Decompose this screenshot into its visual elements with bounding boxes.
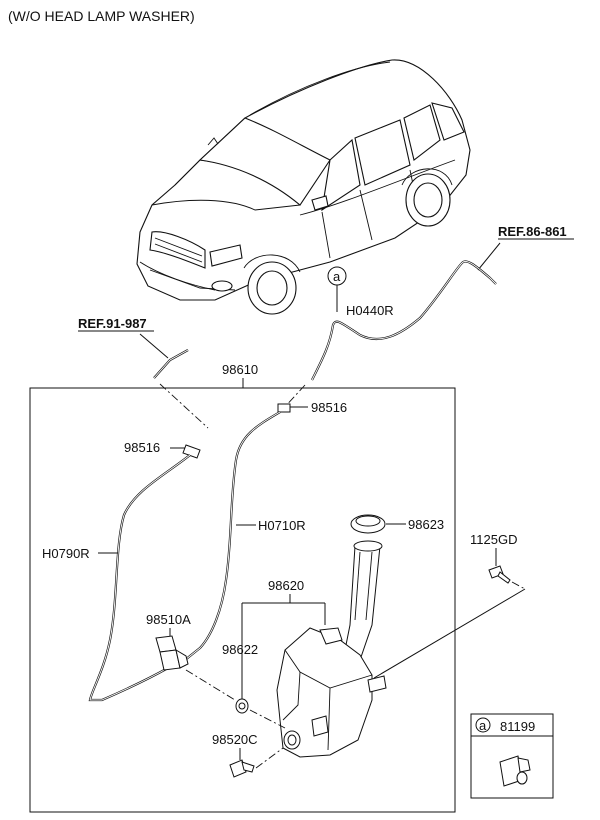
hose-h0710r [184, 411, 281, 661]
reservoir-98620[interactable] [276, 540, 387, 758]
hose-h0790r [88, 454, 191, 702]
part-label-98516-right[interactable]: 98516 [311, 400, 347, 415]
legend-box [470, 713, 554, 799]
grommet-98622[interactable] [235, 698, 249, 714]
part-label-98516-left[interactable]: 98516 [124, 440, 160, 455]
part-label-h0790r[interactable]: H0790R [42, 546, 90, 561]
legend-part-81199[interactable]: 81199 [500, 719, 535, 734]
part-label-98620[interactable]: 98620 [268, 578, 304, 593]
bolt-1125gd[interactable] [488, 565, 511, 584]
part-label-98510a[interactable]: 98510A [146, 612, 191, 627]
legend-marker-a: a [479, 718, 487, 733]
centerline-pump [185, 669, 236, 701]
part-label-98610[interactable]: 98610 [222, 362, 258, 377]
centerline-bolt [511, 581, 526, 590]
part-label-1125gd[interactable]: 1125GD [470, 532, 517, 547]
ref-91-987-leader [139, 333, 169, 359]
centerline-sensor [255, 747, 284, 769]
callout-a-text: a [333, 269, 341, 284]
ref-86-861-leader [477, 242, 501, 271]
assembly-frame [29, 387, 456, 813]
vehicle-illustration [136, 59, 471, 315]
sensor-98520c[interactable] [229, 759, 255, 778]
part-label-h0440r[interactable]: H0440R [346, 303, 394, 318]
hose-ref-91-987 [153, 349, 189, 379]
connector-98516-left [182, 444, 201, 459]
centerline-grommet [249, 709, 286, 729]
cap-98623[interactable] [350, 514, 386, 534]
ref-86-861-label[interactable]: REF.86-861 [498, 224, 567, 239]
connector-98516-right [277, 403, 291, 413]
part-label-h0710r[interactable]: H0710R [258, 518, 306, 533]
part-label-98623[interactable]: 98623 [408, 517, 444, 532]
hose-h0440r [311, 260, 497, 381]
pump-98510a[interactable] [155, 635, 189, 671]
diagram-title: (W/O HEAD LAMP WASHER) [8, 8, 195, 24]
leader-98620-bracket [241, 594, 326, 700]
clip-81199 [499, 755, 531, 787]
part-label-98520c[interactable]: 98520C [212, 732, 258, 747]
leader-1125gd-to-reservoir [373, 588, 526, 679]
part-label-98622[interactable]: 98622 [222, 642, 258, 657]
centerline-left-nozzle [159, 383, 209, 429]
ref-91-987-label[interactable]: REF.91-987 [78, 316, 147, 331]
